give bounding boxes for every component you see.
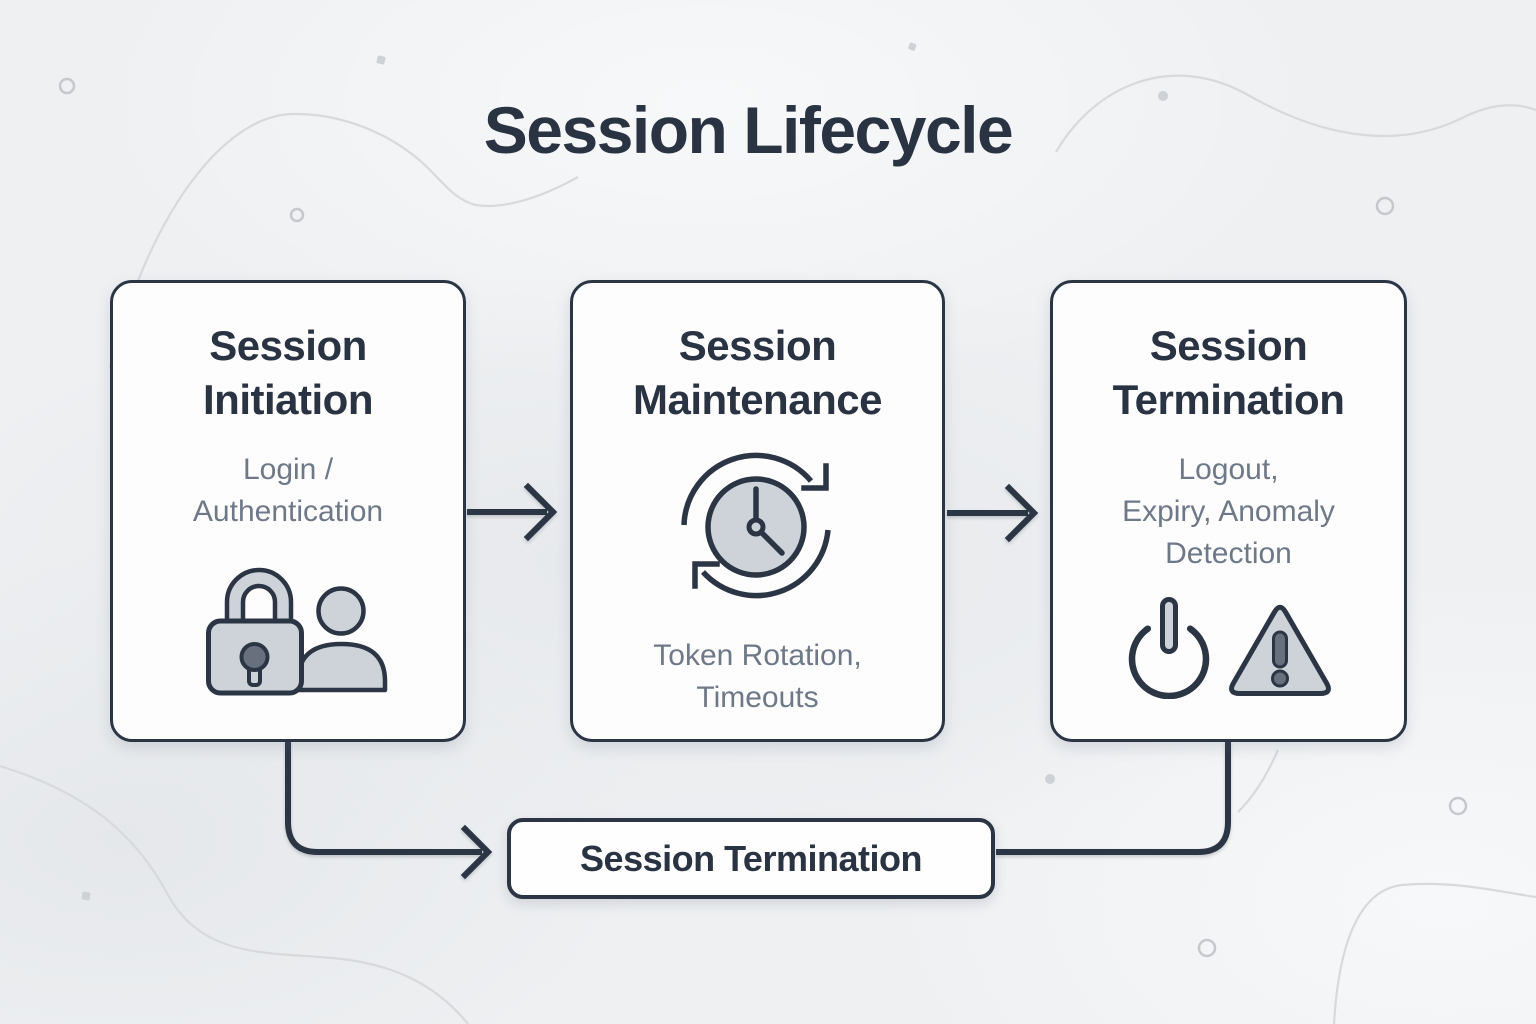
card-session-maintenance: Session Maintenance Token Rotation, Time… [570,280,945,742]
connector-termination-box-to-card [996,741,1231,855]
clock-icon [704,476,807,578]
connector-initiation-to-termination-box [285,741,482,855]
warning-triangle-icon [1228,604,1331,696]
card-subtitle: Token Rotation, Timeouts [653,639,862,714]
card-title: Session Initiation [203,322,373,423]
user-icon [295,586,388,693]
termination-icons [1125,597,1333,699]
card-subtitle: Logout, Expiry, Anomaly Detection [1122,453,1335,570]
page-title: Session Lifecycle [483,93,1014,167]
lock-user-icon [206,563,388,697]
power-icon [1128,597,1209,699]
session-termination-box: Session Termination [507,818,995,899]
arrowhead-right-icon [1004,483,1039,543]
termination-label: Session Termination [580,837,922,879]
card-subtitle: Login / Authentication [192,453,384,528]
card-title: Session Termination [1112,322,1345,423]
card-session-termination: Session Termination Logout, Expiry, Anom… [1050,280,1407,742]
lock-icon [206,567,304,696]
rotation-arrows-icon [680,452,831,599]
arrowhead-right-icon [460,824,493,880]
card-session-initiation: Session Initiation Login / Authenticatio… [110,280,466,742]
card-title: Session Maintenance [633,322,882,423]
arrowhead-right-icon [523,482,558,542]
token-rotation-icon [673,443,843,621]
